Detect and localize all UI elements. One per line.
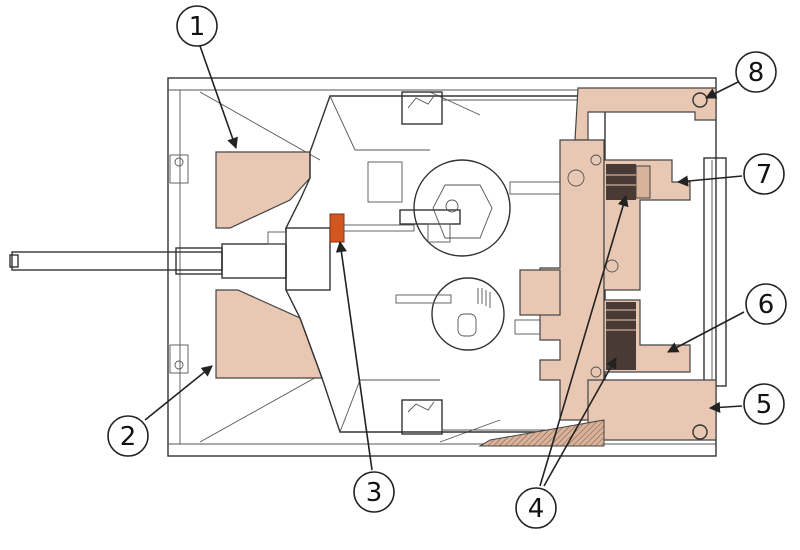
loader-gun bbox=[395, 294, 452, 304]
gun-mount bbox=[427, 223, 451, 243]
front-hook-right bbox=[174, 360, 184, 370]
leader-6 bbox=[667, 311, 745, 353]
hull-panel-line bbox=[199, 374, 321, 443]
bustle-armor-bottom bbox=[587, 379, 717, 441]
leader-8 bbox=[704, 81, 739, 99]
hull-outline bbox=[167, 77, 717, 457]
callout-5: 5 bbox=[743, 383, 785, 425]
callout-7: 7 bbox=[743, 153, 785, 195]
leader-7 bbox=[676, 175, 743, 187]
callout-label-3: 3 bbox=[366, 478, 383, 508]
stowage-detail bbox=[407, 95, 435, 109]
gun-mantlet bbox=[285, 227, 331, 291]
callout-label-1: 1 bbox=[189, 12, 206, 42]
callout-3: 3 bbox=[353, 471, 395, 513]
callout-2: 2 bbox=[107, 415, 149, 457]
callouts: 1 2 3 4 5 6 7 8 bbox=[107, 5, 787, 529]
gunner-sight-highlight bbox=[329, 213, 345, 243]
leader-4a bbox=[539, 194, 629, 487]
cupola-hatch bbox=[432, 184, 493, 239]
bolt-small bbox=[590, 366, 602, 378]
commander-cupola bbox=[413, 159, 511, 257]
turret-outline bbox=[285, 95, 606, 433]
stowage-detail bbox=[407, 401, 435, 413]
front-light-right bbox=[169, 344, 189, 374]
callout-label-4: 4 bbox=[528, 494, 545, 524]
front-armor-left bbox=[215, 151, 311, 229]
sight-block bbox=[267, 231, 287, 245]
bolt-bottom bbox=[692, 424, 708, 440]
blowout-panel-lower bbox=[606, 302, 636, 370]
leader-5 bbox=[708, 401, 743, 413]
turret-box bbox=[509, 181, 563, 195]
turret-bustle-armor bbox=[478, 87, 717, 447]
loader-hatch-handle bbox=[457, 313, 477, 337]
bolt-ring bbox=[567, 169, 585, 187]
loader-hatch bbox=[431, 277, 505, 351]
stowage-box-bottom bbox=[401, 399, 443, 435]
hull-panel-line bbox=[199, 91, 321, 161]
leader-1 bbox=[199, 45, 238, 150]
gun-pivot bbox=[445, 199, 459, 213]
callout-label-2: 2 bbox=[120, 422, 137, 452]
hull-panel-line bbox=[439, 419, 501, 443]
callout-1: 1 bbox=[176, 5, 218, 47]
hatched-strip bbox=[478, 419, 605, 447]
turret-edge bbox=[339, 379, 361, 433]
callout-8: 8 bbox=[735, 51, 777, 93]
stowage-box-top bbox=[401, 91, 443, 125]
callout-label-7: 7 bbox=[756, 160, 773, 190]
callout-label-8: 8 bbox=[748, 58, 765, 88]
leader-lines bbox=[144, 45, 745, 487]
front-hook-left bbox=[174, 157, 184, 167]
callout-4: 4 bbox=[515, 487, 557, 529]
turret bbox=[9, 91, 606, 435]
rear-grille bbox=[703, 157, 727, 387]
leader-3 bbox=[335, 240, 373, 471]
callout-label-5: 5 bbox=[756, 390, 773, 420]
leader-4b bbox=[543, 357, 617, 487]
bolt-small bbox=[590, 154, 602, 166]
panel-cap-upper bbox=[635, 165, 651, 199]
sight-shaft bbox=[343, 224, 415, 232]
turret-box bbox=[367, 161, 403, 203]
callout-label-6: 6 bbox=[758, 290, 775, 320]
armor-block bbox=[519, 269, 561, 316]
loader-hatch-hinge bbox=[477, 288, 491, 308]
muzzle bbox=[9, 254, 19, 268]
blowout-panel-upper bbox=[606, 164, 636, 200]
leader-2 bbox=[144, 365, 213, 421]
gun-barrel bbox=[11, 251, 223, 271]
turret-edge bbox=[329, 95, 356, 151]
front-light-left bbox=[169, 154, 189, 184]
callout-6: 6 bbox=[745, 283, 787, 325]
mantlet-front bbox=[221, 243, 287, 279]
bolt-top bbox=[692, 92, 708, 108]
panel-stripes bbox=[606, 174, 636, 331]
